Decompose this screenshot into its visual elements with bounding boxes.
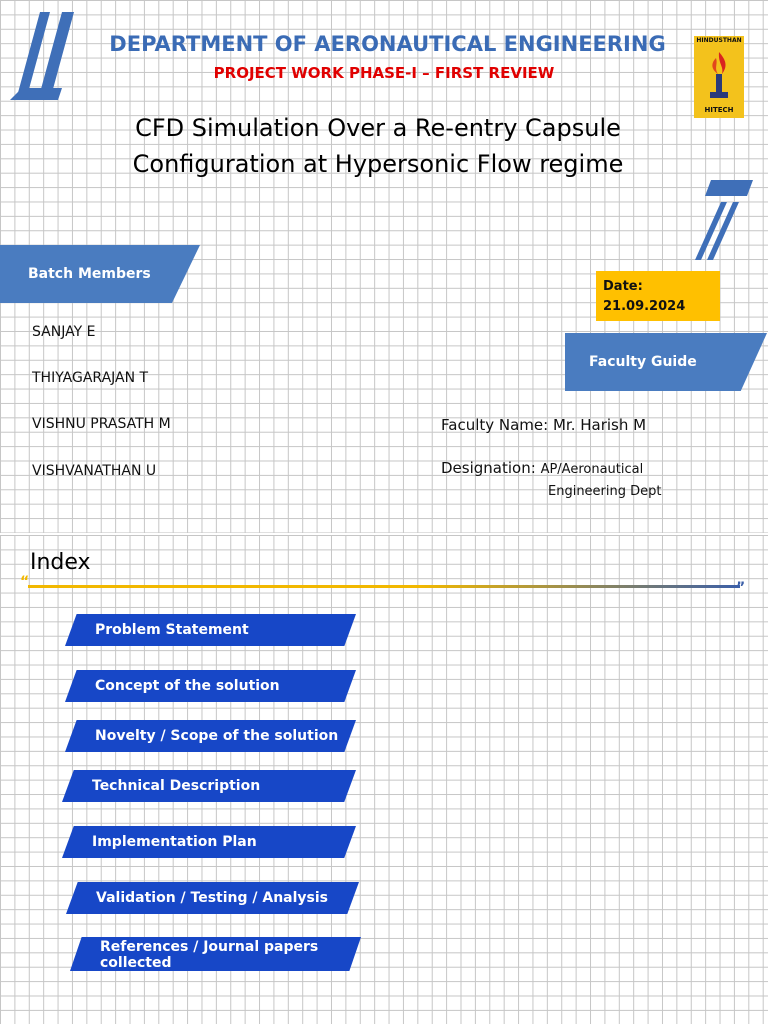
date-value: 21.09.2024	[603, 299, 686, 314]
faculty-name-label: Faculty Name:	[441, 416, 549, 434]
open-quote-icon: “	[20, 574, 30, 590]
project-title: CFD Simulation Over a Re-entry Capsule C…	[80, 110, 676, 182]
member-name: SANJAY E	[32, 324, 96, 340]
designation-label: Designation:	[441, 459, 536, 477]
decorative-slash-icon	[10, 12, 74, 100]
member-name: VISHVANATHAN U	[32, 463, 157, 479]
index-item-concept[interactable]: Concept of the solution	[65, 670, 356, 702]
faculty-guide-banner: Faculty Guide	[565, 333, 767, 391]
index-item-validation[interactable]: Validation / Testing / Analysis	[66, 882, 359, 914]
college-logo: HINDUSTHAN HITECH	[694, 36, 744, 118]
decorative-slash-icon-right	[695, 180, 753, 260]
slide-separator	[0, 533, 768, 535]
designation-value: AP/Aeronautical	[540, 462, 644, 477]
date-box: Date: 21.09.2024	[596, 271, 720, 321]
member-name: VISHNU PRASATH M	[32, 416, 171, 432]
batch-members-banner: Batch Members	[0, 245, 200, 303]
index-item-references[interactable]: References / Journal papers collected	[70, 937, 361, 971]
index-item-technical-description[interactable]: Technical Description	[62, 770, 356, 802]
date-label: Date:	[603, 279, 643, 294]
faculty-name-value: Mr. Harish M	[552, 416, 647, 434]
logo-text-bottom: HITECH	[704, 106, 734, 114]
torch-icon	[710, 52, 728, 98]
logo-text-top: HINDUSTHAN	[696, 37, 742, 44]
project-title-line2: Configuration at Hypersonic Flow regime	[132, 150, 624, 178]
index-underline	[28, 585, 740, 588]
index-item-implementation-plan[interactable]: Implementation Plan	[62, 826, 356, 858]
designation-row: Designation: AP/Aeronautical	[441, 459, 643, 477]
project-title-line1: CFD Simulation Over a Re-entry Capsule	[135, 114, 621, 142]
review-subtitle: PROJECT WORK PHASE-I – FIRST REVIEW	[213, 64, 555, 82]
index-item-problem-statement[interactable]: Problem Statement	[65, 614, 356, 646]
faculty-name-row: Faculty Name: Mr. Harish M	[441, 416, 646, 434]
index-title: Index	[30, 550, 91, 575]
member-name: THIYAGARAJAN T	[32, 370, 149, 386]
designation-value-line2: Engineering Dept	[548, 484, 662, 499]
department-title: DEPARTMENT OF AERONAUTICAL ENGINEERING	[109, 32, 666, 56]
index-item-novelty[interactable]: Novelty / Scope of the solution	[65, 720, 356, 752]
title-slide: DEPARTMENT OF AERONAUTICAL ENGINEERING P…	[0, 0, 768, 533]
close-quote-icon: ”	[736, 580, 746, 596]
